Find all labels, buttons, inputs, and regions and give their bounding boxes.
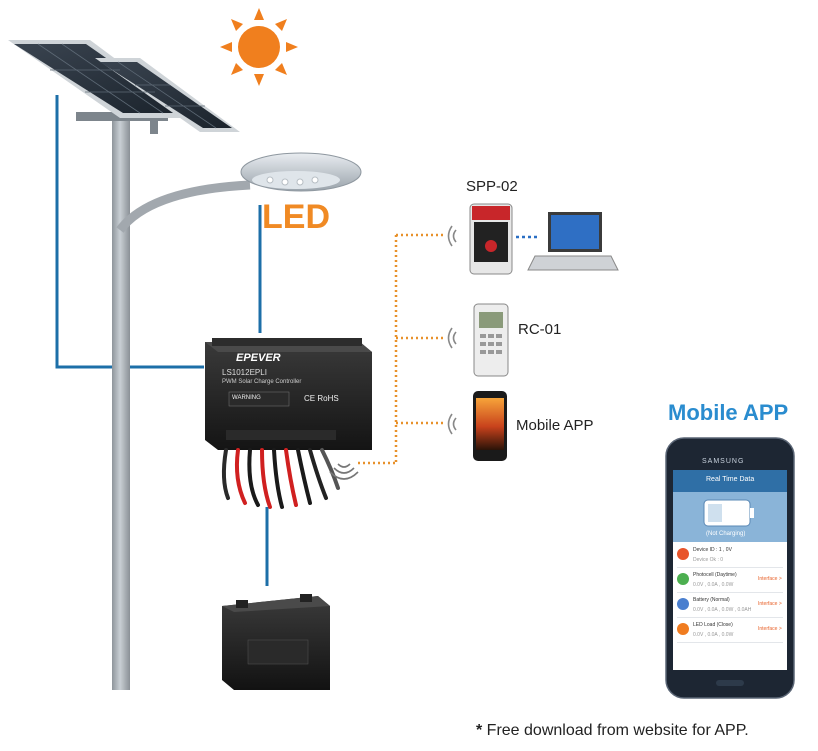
phone-row-icon (677, 573, 689, 585)
phone-row-sub: Device Ok : 0 (693, 557, 724, 563)
phone-row-title: LED Load (Close) (693, 622, 733, 628)
phone-row-link[interactable]: Interface > (758, 626, 782, 632)
mobile-app-title: Mobile APP (668, 400, 789, 425)
footnote-star: * (476, 722, 483, 739)
phone-charge-status: (Not Charging) (706, 531, 746, 537)
communication-links (358, 233, 444, 465)
phone-row-sub: 0.0V , 0.0A , 0.0W , 0.0AH (693, 607, 752, 613)
controller-cables (221, 448, 340, 509)
phone-row-icon (677, 548, 689, 560)
phone-screen-header: Real Time Data (706, 476, 755, 483)
phone-row-title: Battery (Normal) (693, 597, 730, 603)
phone-brand: SAMSUNG (702, 458, 745, 465)
phone-row-divider (677, 642, 783, 643)
battery (222, 594, 330, 690)
led-label: LED (262, 198, 330, 236)
laptop-icon (527, 212, 619, 271)
spp-02-label: SPP-02 (466, 178, 518, 195)
signal-icon-spp (447, 225, 457, 247)
rc-01-device (473, 303, 509, 377)
mobile-app-label: Mobile APP (516, 417, 594, 434)
controller-warning: WARNING (232, 395, 261, 401)
phone-row-divider (677, 592, 783, 593)
signal-icon-mobile (447, 413, 457, 435)
charge-controller (205, 338, 372, 450)
controller-certs: CE RoHS (304, 394, 339, 403)
phone-row-icon (677, 623, 689, 635)
phone-row-sub: 0.0V , 0.0A , 0.0W (693, 582, 734, 588)
controller-brand: EPEVER (236, 352, 281, 364)
solar-panel (8, 40, 240, 132)
phone-row-title: Photocell (Daytime) (693, 572, 737, 578)
footnote-text: Free download from website for APP. (482, 722, 749, 739)
phone-row-link[interactable]: Interface > (758, 601, 782, 607)
phone-row-sub: 0.0V , 0.0A , 0.0W (693, 632, 734, 638)
controller-model: LS1012EPLI (222, 368, 267, 377)
phone-row-link[interactable]: Interface > (758, 576, 782, 582)
wireless-signal-icon (329, 463, 359, 480)
sun-icon (220, 8, 298, 86)
phone-row-divider (677, 567, 783, 568)
phone-row-title: Device ID : 1 , 0V (693, 547, 732, 553)
controller-subtitle: PWM Solar Charge Controller (222, 379, 302, 385)
mobile-phone-small (473, 391, 507, 461)
spp-02-device (469, 203, 513, 275)
signal-icon-rc (447, 327, 457, 349)
footnote: * Free download from website for APP. (476, 722, 749, 740)
samsung-phone (665, 437, 795, 699)
led-lamp (240, 152, 362, 192)
rc-01-label: RC-01 (518, 321, 562, 338)
system-wiring (55, 95, 269, 586)
phone-row-icon (677, 598, 689, 610)
phone-row-divider (677, 617, 783, 618)
